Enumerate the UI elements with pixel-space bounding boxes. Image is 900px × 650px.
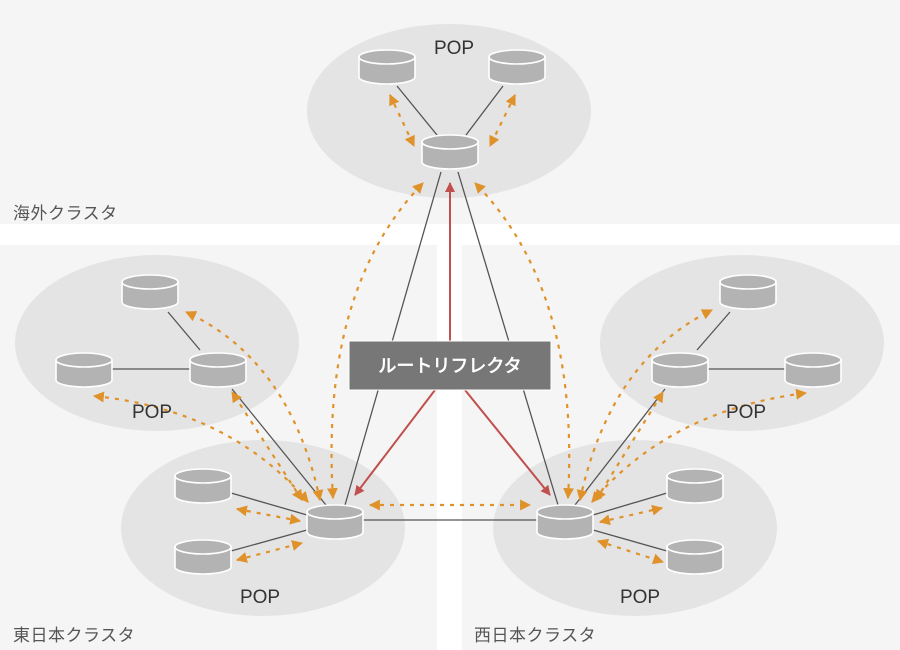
east-japan-cluster-label: 東日本クラスタ [13,626,136,645]
router-cylinder-icon [306,504,364,540]
pop-label-overseas: POP [434,38,474,59]
router-cylinder-icon [174,468,232,504]
router-cylinder-icon [651,352,709,388]
router-cylinder-icon [358,49,416,85]
ibgp-arrow [576,309,713,502]
link [344,171,442,506]
reflector-sessions [354,182,551,496]
ibgp-arrow [235,540,304,563]
router-cylinder-icon [488,49,546,85]
reflector-arrow-to-east [354,389,436,496]
ibgp-arrow [591,388,808,503]
pop-label-west-hub: POP [620,587,660,608]
routers [55,49,842,575]
ibgp-sessions [92,94,808,565]
router-cylinder-icon [666,539,724,575]
overseas-cluster-label: 海外クラスタ [13,204,118,223]
ibgp-arrow [598,504,664,526]
router-cylinder-icon [536,504,594,540]
west-japan-cluster-label: 西日本クラスタ [474,626,597,645]
pop-label-west-upper: POP [726,402,766,423]
ibgp-arrow [596,538,665,565]
ibgp-arrow [474,182,575,500]
ibgp-arrow [185,311,324,502]
route-reflector-label: ルートリフレクタ [378,356,521,376]
pop-label-east-upper: POP [132,402,172,423]
ibgp-arrow [595,391,664,501]
router-cylinder-icon [121,274,179,310]
router-cylinder-icon [784,352,842,388]
router-cylinder-icon [666,468,724,504]
ibgp-arrow [231,391,303,501]
router-cylinder-icon [421,134,479,170]
reflector-arrow-to-west [464,389,551,496]
ibgp-arrow [326,182,424,500]
router-cylinder-icon [719,274,777,310]
router-cylinder-icon [55,352,113,388]
router-cylinder-icon [174,539,232,575]
pop-label-east-hub: POP [240,587,280,608]
ibgp-arrow [92,391,309,503]
route-reflector-box [348,340,552,391]
ibgp-arrow [235,505,302,525]
router-cylinder-icon [189,352,247,388]
link [457,171,559,506]
